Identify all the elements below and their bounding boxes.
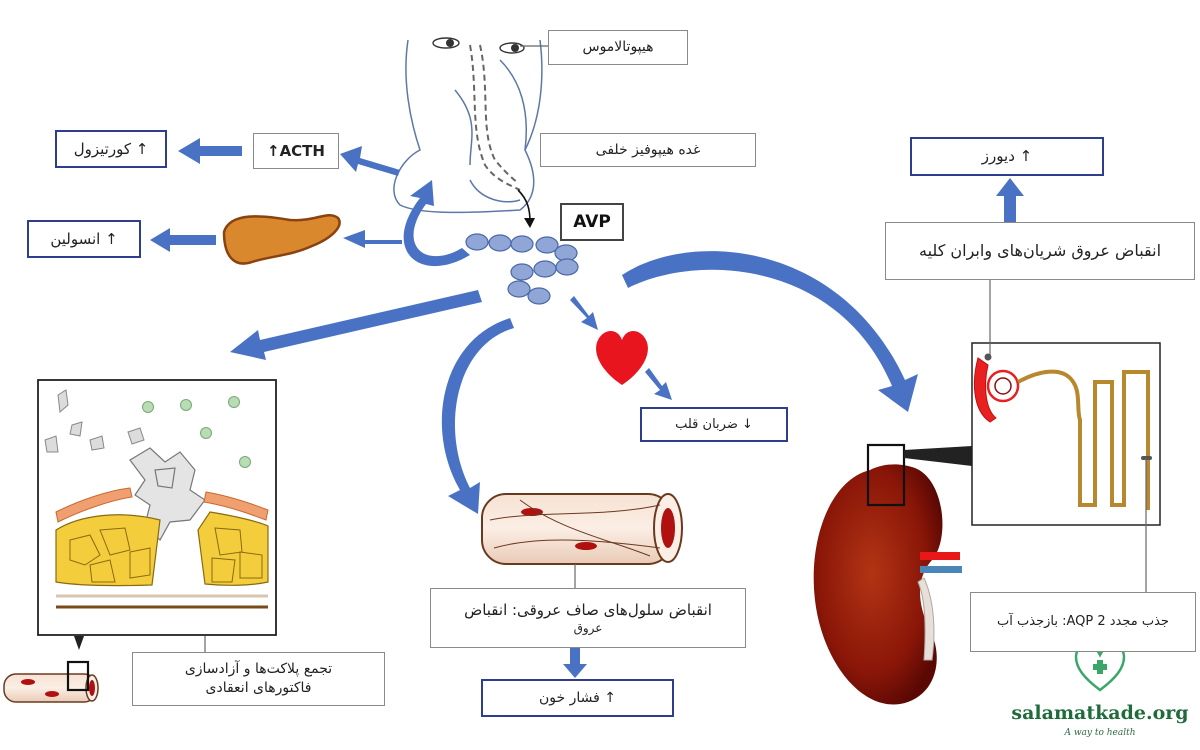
nephron-panel [971,342,1161,526]
heart-icon [596,331,648,385]
site-tagline: A way to health [1064,728,1136,738]
blood-pressure-box: ↑ فشار خون [481,679,674,717]
acth-label: ↑ACTH [253,133,339,169]
pathway-arrows [150,138,1024,678]
neural-tract [469,44,521,191]
platelet-panel [37,379,277,636]
platelet-text-line1: تجمع پلاکت‌ها و آزادسازی [184,661,333,678]
smooth-muscle-text-line2: عروق [573,621,603,636]
smooth-muscle-box: انقباض سلول‌های صاف عروقی: انقباض عروق [430,588,746,648]
small-vessel-illustration [3,660,99,703]
smooth-muscle-text-line1: انقباض سلول‌های صاف عروقی: انقباض [464,600,712,619]
posterior-pituitary-label: غده هیپوفیز خلفی [540,133,756,167]
aqp2-box: جذب مجدد AQP 2: بازجذب آب [970,592,1196,652]
kidney-illustration [813,443,962,705]
diuresis-box: ↑ دیورز [910,137,1104,176]
head-outline [393,39,543,214]
avp-label: AVP [560,203,624,241]
renal-vasoconstriction-box: انقباض عروق شریان‌های وابران کلیه [885,222,1195,280]
cortisol-box: ↑ کورتیزول [55,130,167,168]
hypothalamus-label: هیپوتالاموس [548,30,688,65]
platelet-aggregation-box: تجمع پلاکت‌ها و آزادسازی فاکتورهای انعقا… [132,652,385,706]
platelet-text-line2: فاکتورهای انعقادی [205,680,312,696]
pancreas-illustration [222,213,341,265]
site-logo-text[interactable]: salamatkade.org [1011,702,1189,724]
heart-cross-icon [1074,644,1126,692]
insulin-box: ↑ انسولین [27,220,141,258]
heart-rate-box: ↓ ضربان قلب [640,407,788,442]
blood-vessel-illustration [481,493,683,565]
avp-molecules [465,233,579,305]
eye-icon [432,37,525,54]
